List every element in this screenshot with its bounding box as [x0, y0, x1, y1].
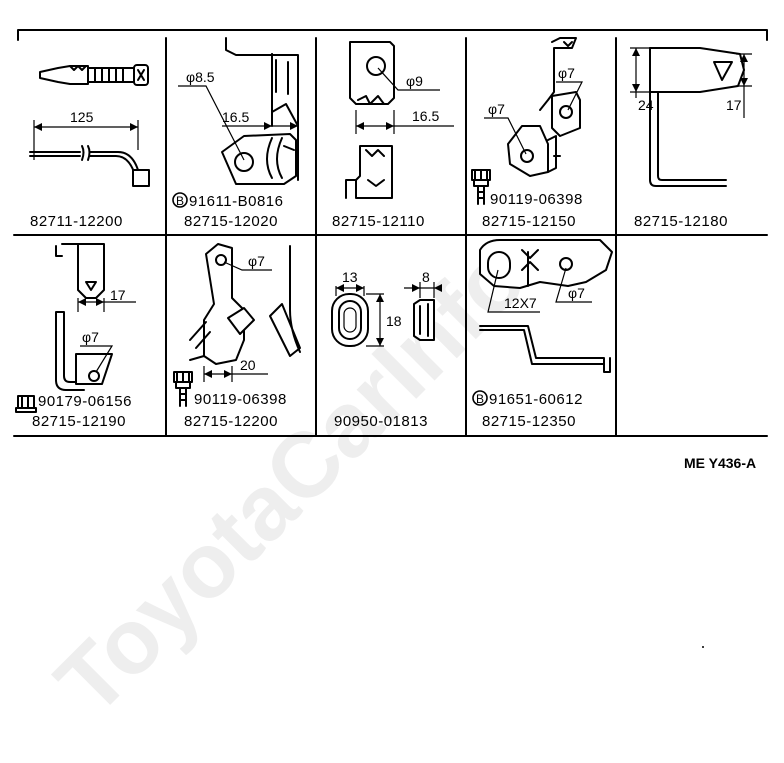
part-number: 82715-12150 — [482, 213, 576, 230]
cell-82715-12200-b: φ7 20 90119-06398 82715-12200 — [173, 243, 301, 430]
svg-text:φ7: φ7 — [558, 65, 575, 81]
bracket-bottom-drawing — [345, 145, 393, 199]
sub-part-number: 91651-60612 — [489, 391, 583, 408]
sub-part: B 91611-B0816 — [172, 192, 283, 210]
wire-drawing — [29, 145, 150, 187]
bolt-drawing — [471, 169, 491, 205]
dim-24: 24 — [630, 47, 654, 113]
svg-text:20: 20 — [240, 357, 256, 373]
dim-phi-8-5: φ8.5 — [178, 69, 245, 161]
svg-text:16.5: 16.5 — [222, 109, 249, 125]
dim-phi-7: φ7 — [80, 329, 114, 373]
part-number: 90950-01813 — [334, 413, 428, 430]
grommet-side-drawing — [413, 299, 435, 341]
cell-82715-12150: φ7 φ7 90119-06398 82715-12150 — [471, 37, 583, 230]
svg-text:16.5: 16.5 — [412, 108, 439, 124]
svg-text:18: 18 — [386, 313, 402, 329]
part-number: 82715-12110 — [332, 213, 425, 230]
svg-text:φ8.5: φ8.5 — [186, 69, 215, 85]
dim-12x7: 12X7 — [487, 269, 540, 313]
dim-20: 20 — [203, 357, 268, 382]
cell-82715-12180: 24 17 82715-12180 — [630, 47, 752, 230]
svg-text:φ7: φ7 — [248, 253, 265, 269]
cell-82711-12200: 125 82711-12200 — [29, 64, 150, 230]
cell-82715-12110: φ9 16.5 82715-12110 — [332, 41, 454, 230]
bracket-drawing — [221, 37, 299, 185]
bracket-plate-drawing — [479, 239, 613, 373]
cell-82715-12350: 12X7 φ7 B 91651-60612 82715-12350 — [472, 239, 613, 430]
dim-phi-7: φ7 — [223, 253, 272, 271]
b-marker — [172, 192, 188, 208]
dim-125: 125 — [33, 109, 139, 160]
part-number: 82715-12350 — [482, 413, 576, 430]
sub-part-number: 90119-06398 — [490, 191, 583, 208]
part-number: 82715-12200 — [184, 413, 278, 430]
bracket-drawing — [189, 243, 301, 365]
diagram-code: ME Y436-A — [684, 455, 756, 471]
svg-text:24: 24 — [638, 97, 654, 113]
svg-text:13: 13 — [342, 269, 358, 285]
speck — [702, 646, 704, 648]
bolt-drawing — [173, 371, 193, 407]
dim-13: 13 — [335, 269, 365, 296]
cell-82715-12020: φ8.5 16.5 B 91611-B0816 82715-12020 — [172, 37, 299, 230]
grommet-drawing — [331, 293, 369, 347]
sub-part: B 91651-60612 — [472, 390, 583, 408]
svg-text:8: 8 — [422, 269, 430, 285]
b-marker — [472, 390, 488, 406]
svg-text:φ9: φ9 — [406, 73, 423, 89]
bracket-bottom-drawing — [55, 311, 113, 391]
dim-17: 17 — [726, 53, 752, 118]
dim-phi-7-upper: φ7 — [556, 65, 583, 111]
plug-clip-drawing — [39, 64, 149, 86]
sub-part-number: 91611-B0816 — [189, 193, 283, 210]
dim-16-5: 16.5 — [355, 108, 454, 134]
dim-8: 8 — [404, 269, 442, 298]
b-marker-label: B — [176, 194, 184, 208]
dim-phi-7-lower: φ7 — [484, 101, 527, 155]
part-number: 82715-12020 — [184, 213, 278, 230]
b-marker-label: B — [476, 392, 484, 406]
grid-frame — [13, 29, 768, 437]
dim-phi-9: φ9 — [377, 67, 440, 91]
cell-90950-01813: 13 18 8 90950-01813 — [331, 269, 442, 430]
dim-18: 18 — [366, 293, 402, 347]
part-number: 82711-12200 — [30, 213, 123, 230]
svg-text:12X7: 12X7 — [504, 295, 537, 311]
svg-text:125: 125 — [70, 109, 94, 125]
bracket-top-drawing — [349, 41, 395, 105]
svg-text:φ7: φ7 — [568, 285, 585, 301]
svg-text:17: 17 — [726, 97, 742, 113]
cell-82715-12190: 17 φ7 90179-06156 82715-12190 — [15, 243, 136, 430]
svg-text:17: 17 — [110, 287, 126, 303]
sub-part-number: 90119-06398 — [194, 391, 287, 408]
part-number: 82715-12190 — [32, 413, 126, 430]
svg-text:φ7: φ7 — [488, 101, 505, 117]
svg-text:φ7: φ7 — [82, 329, 99, 345]
sub-part-number: 90179-06156 — [38, 393, 132, 410]
dim-17: 17 — [77, 287, 136, 312]
part-number: 82715-12180 — [634, 213, 728, 230]
dim-16-5: 16.5 — [222, 109, 298, 130]
dim-phi-7: φ7 — [555, 267, 592, 303]
bracket-drawing — [649, 47, 745, 187]
bracket-top-drawing — [55, 243, 105, 299]
flange-nut-drawing — [15, 395, 37, 413]
